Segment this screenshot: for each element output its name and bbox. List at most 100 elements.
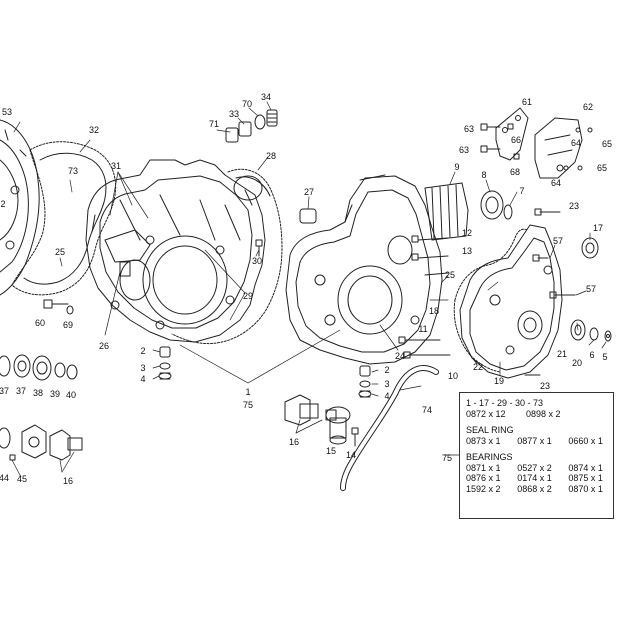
legend-line2-a: 0872 x 12	[466, 408, 506, 419]
callout-12: 12	[461, 228, 473, 238]
parts-legend: 1 - 17 - 29 - 30 - 73 0872 x 12 0898 x 2…	[459, 392, 614, 519]
legend-bearing-cell: 0876 x 1	[466, 473, 501, 483]
callout-37: 37	[15, 386, 27, 396]
ignition-gasket	[453, 228, 529, 373]
legend-seal-row: 0873 x 1 0877 x 1 0660 x 1	[466, 436, 607, 447]
legend-bearings-title: BEARINGS	[466, 452, 513, 462]
callout-66: 66	[510, 135, 522, 145]
callout-19: 19	[493, 376, 505, 386]
callout-3: 3	[140, 363, 146, 373]
callout-1: 1	[245, 387, 251, 397]
callout-20: 20	[571, 358, 583, 368]
cover-gasket	[11, 141, 117, 296]
legend-seal-1: 0877 x 1	[517, 435, 552, 446]
callout-7: 7	[519, 186, 525, 196]
callout-64: 64	[550, 178, 562, 188]
callout-53: 53	[1, 107, 13, 117]
callout-10: 10	[447, 371, 459, 381]
callout-2: 2	[0, 199, 6, 209]
legend-bearings-row: 0876 x 1 0174 x 1 0875 x 1	[466, 473, 607, 484]
callout-45: 45	[16, 474, 28, 484]
legend-bearing-cell: 0868 x 2	[517, 483, 552, 494]
cover-62	[534, 117, 583, 179]
callout-4: 4	[140, 374, 146, 384]
callout-33: 33	[228, 109, 240, 119]
legend-bearing-cell: 0527 x 2	[517, 462, 552, 473]
leader-lines	[11, 101, 607, 478]
callout-71: 71	[208, 119, 220, 129]
callout-34: 34	[260, 92, 272, 102]
bolt-30	[255, 239, 263, 257]
callout-75: 75	[441, 453, 453, 463]
legend-bearings-row: 0871 x 1 0527 x 2 0874 x 1	[466, 463, 607, 474]
parts-bottom-left	[0, 424, 83, 461]
callout-68: 68	[509, 167, 521, 177]
cap-17	[581, 237, 599, 259]
legend-bearing-cell: 0870 x 1	[568, 483, 603, 494]
callout-15: 15	[325, 446, 337, 456]
small-parts-right	[358, 365, 372, 398]
oil-filter	[424, 182, 469, 241]
callout-28: 28	[265, 151, 277, 161]
callout-32: 32	[88, 125, 100, 135]
callout-30: 30	[251, 256, 263, 266]
callout-37: 37	[0, 386, 10, 396]
legend-line2: 0872 x 12 0898 x 2	[466, 409, 607, 420]
dowel-pin	[299, 208, 317, 224]
bearings-bottom-left	[0, 354, 78, 381]
small-parts-left	[158, 346, 172, 380]
crankcase-right-half	[285, 174, 443, 365]
legend-bearing-cell: 0875 x 1	[568, 473, 603, 483]
callout-44: 44	[0, 473, 10, 483]
legend-bearings-row: 1592 x 2 0868 x 2 0870 x 1	[466, 484, 607, 495]
legend-line1: 1 - 17 - 29 - 30 - 73	[466, 398, 544, 408]
bolts-60-69	[43, 299, 74, 315]
callout-2: 2	[384, 365, 390, 375]
callout-69: 69	[62, 320, 74, 330]
callout-38: 38	[32, 388, 44, 398]
callout-25: 25	[444, 270, 456, 280]
ignition-cover	[459, 224, 563, 379]
callout-39: 39	[49, 389, 61, 399]
crankcase-left-half	[85, 159, 266, 343]
callout-57: 57	[552, 236, 564, 246]
callout-27: 27	[303, 187, 315, 197]
callout-73: 73	[67, 166, 79, 176]
callout-63: 63	[463, 124, 475, 134]
callout-75: 75	[242, 400, 254, 410]
callout-2: 2	[140, 346, 146, 356]
callout-25: 25	[54, 247, 66, 257]
callout-65: 65	[596, 163, 608, 173]
legend-bearing-cell: 0174 x 1	[517, 473, 552, 483]
callout-5: 5	[602, 352, 608, 362]
callout-26: 26	[98, 341, 110, 351]
seal-ring	[480, 190, 504, 220]
bracket-61	[495, 107, 529, 161]
part-14	[351, 427, 359, 447]
callout-21: 21	[556, 349, 568, 359]
bolts-brackets	[480, 123, 593, 171]
callout-9: 9	[454, 162, 460, 172]
callout-70: 70	[241, 99, 253, 109]
legend-seal-title: SEAL RING	[466, 425, 514, 435]
callout-11: 11	[418, 324, 428, 334]
breather-hose	[340, 365, 439, 491]
callout-16: 16	[288, 437, 300, 447]
callout-22: 22	[472, 362, 484, 372]
callout-6: 6	[589, 350, 595, 360]
bolts-12-13	[411, 235, 449, 276]
legend-bearing-cell: 0871 x 1	[466, 462, 501, 473]
callout-40: 40	[65, 390, 77, 400]
callout-29: 29	[242, 291, 254, 301]
callout-18: 18	[428, 306, 440, 316]
callout-60: 60	[34, 318, 46, 328]
callout-14: 14	[345, 450, 357, 460]
callout-17: 17	[592, 223, 604, 233]
callout-64: 64	[570, 138, 582, 148]
clutch-cover	[0, 119, 40, 296]
legend-seal-0: 0873 x 1	[466, 435, 501, 446]
legend-bearing-cell: 0874 x 1	[568, 462, 603, 473]
callout-24: 24	[394, 351, 406, 361]
part-15	[325, 406, 351, 445]
callout-31: 31	[110, 161, 122, 171]
